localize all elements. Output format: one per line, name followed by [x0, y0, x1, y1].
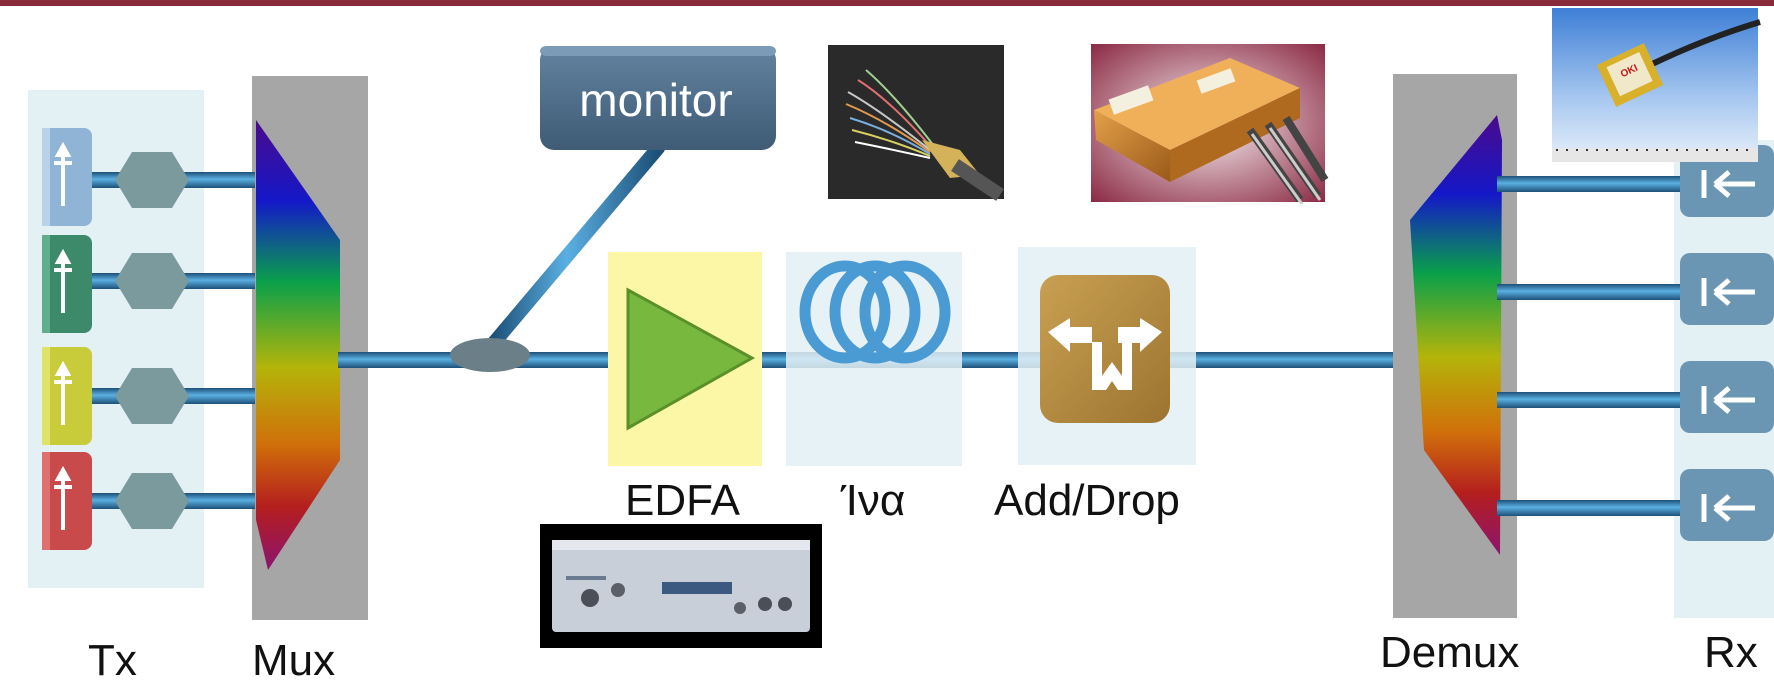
monitor-box: monitor: [540, 46, 776, 150]
monitor-label: monitor: [579, 74, 732, 126]
rx-fibers: [1497, 176, 1687, 516]
fiber-spool-icon: [799, 260, 951, 364]
receiver-1: [1680, 145, 1774, 217]
add-drop-label: Add/Drop: [994, 476, 1180, 525]
top-accent-bar: [0, 0, 1774, 6]
laser-module-photo: OKI: [1552, 8, 1761, 162]
receiver-2: [1680, 253, 1774, 325]
rx-label: Rx: [1704, 628, 1758, 677]
mux-label: Mux: [252, 636, 336, 685]
demux-prism: [1410, 115, 1502, 555]
demux-label: Demux: [1380, 628, 1520, 677]
edfa-label: EDFA: [625, 476, 740, 525]
add-drop-icon: [1040, 275, 1170, 423]
tap-coupler: [450, 338, 530, 372]
transmitter-3: [42, 347, 92, 445]
fiber-label: Ίνα: [841, 476, 906, 525]
add-drop-module-photo: [1091, 44, 1329, 205]
monitor-branch-fiber: [485, 141, 665, 352]
receiver-3: [1680, 361, 1774, 433]
transmitter-1: [42, 128, 92, 226]
edfa-triangle-icon: [626, 287, 756, 431]
transmitter-4: [42, 452, 92, 550]
fiber-cable-photo: [828, 45, 1004, 201]
mux-prism: [256, 120, 340, 570]
receiver-4: [1680, 469, 1774, 541]
edfa-instrument-photo: [540, 524, 822, 648]
transmitter-2: [42, 235, 92, 333]
tx-label: Tx: [88, 636, 137, 685]
modulators: [115, 152, 189, 529]
